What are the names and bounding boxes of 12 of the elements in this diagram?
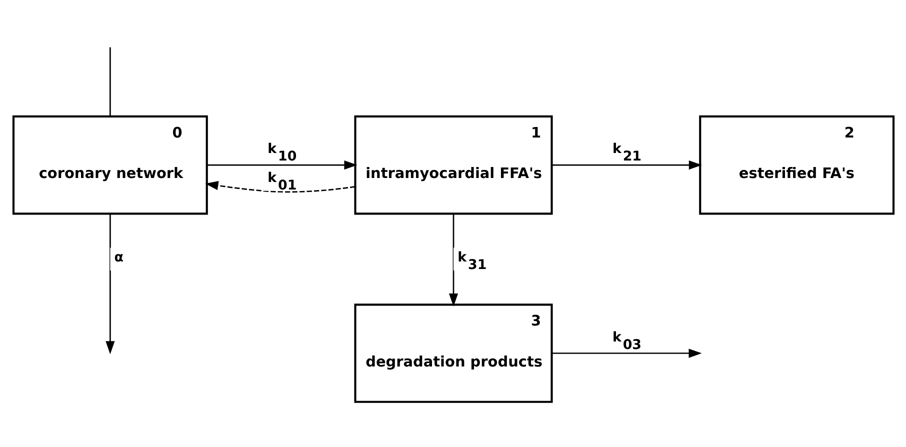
connector bbox=[109, 46, 110, 116]
node-box: 3 degradation products bbox=[354, 303, 552, 402]
node-box: 0 coronary network bbox=[12, 114, 208, 214]
edge-label: α bbox=[114, 250, 124, 266]
arrow bbox=[204, 180, 355, 192]
node-box: 1 intramyocardial FFA's bbox=[354, 114, 552, 214]
arrow bbox=[551, 348, 702, 358]
arrow bbox=[551, 160, 702, 170]
node-box: 2 esterified FA's bbox=[698, 114, 894, 214]
arrow bbox=[206, 160, 357, 170]
arrow bbox=[448, 214, 458, 306]
arrow bbox=[105, 213, 114, 354]
